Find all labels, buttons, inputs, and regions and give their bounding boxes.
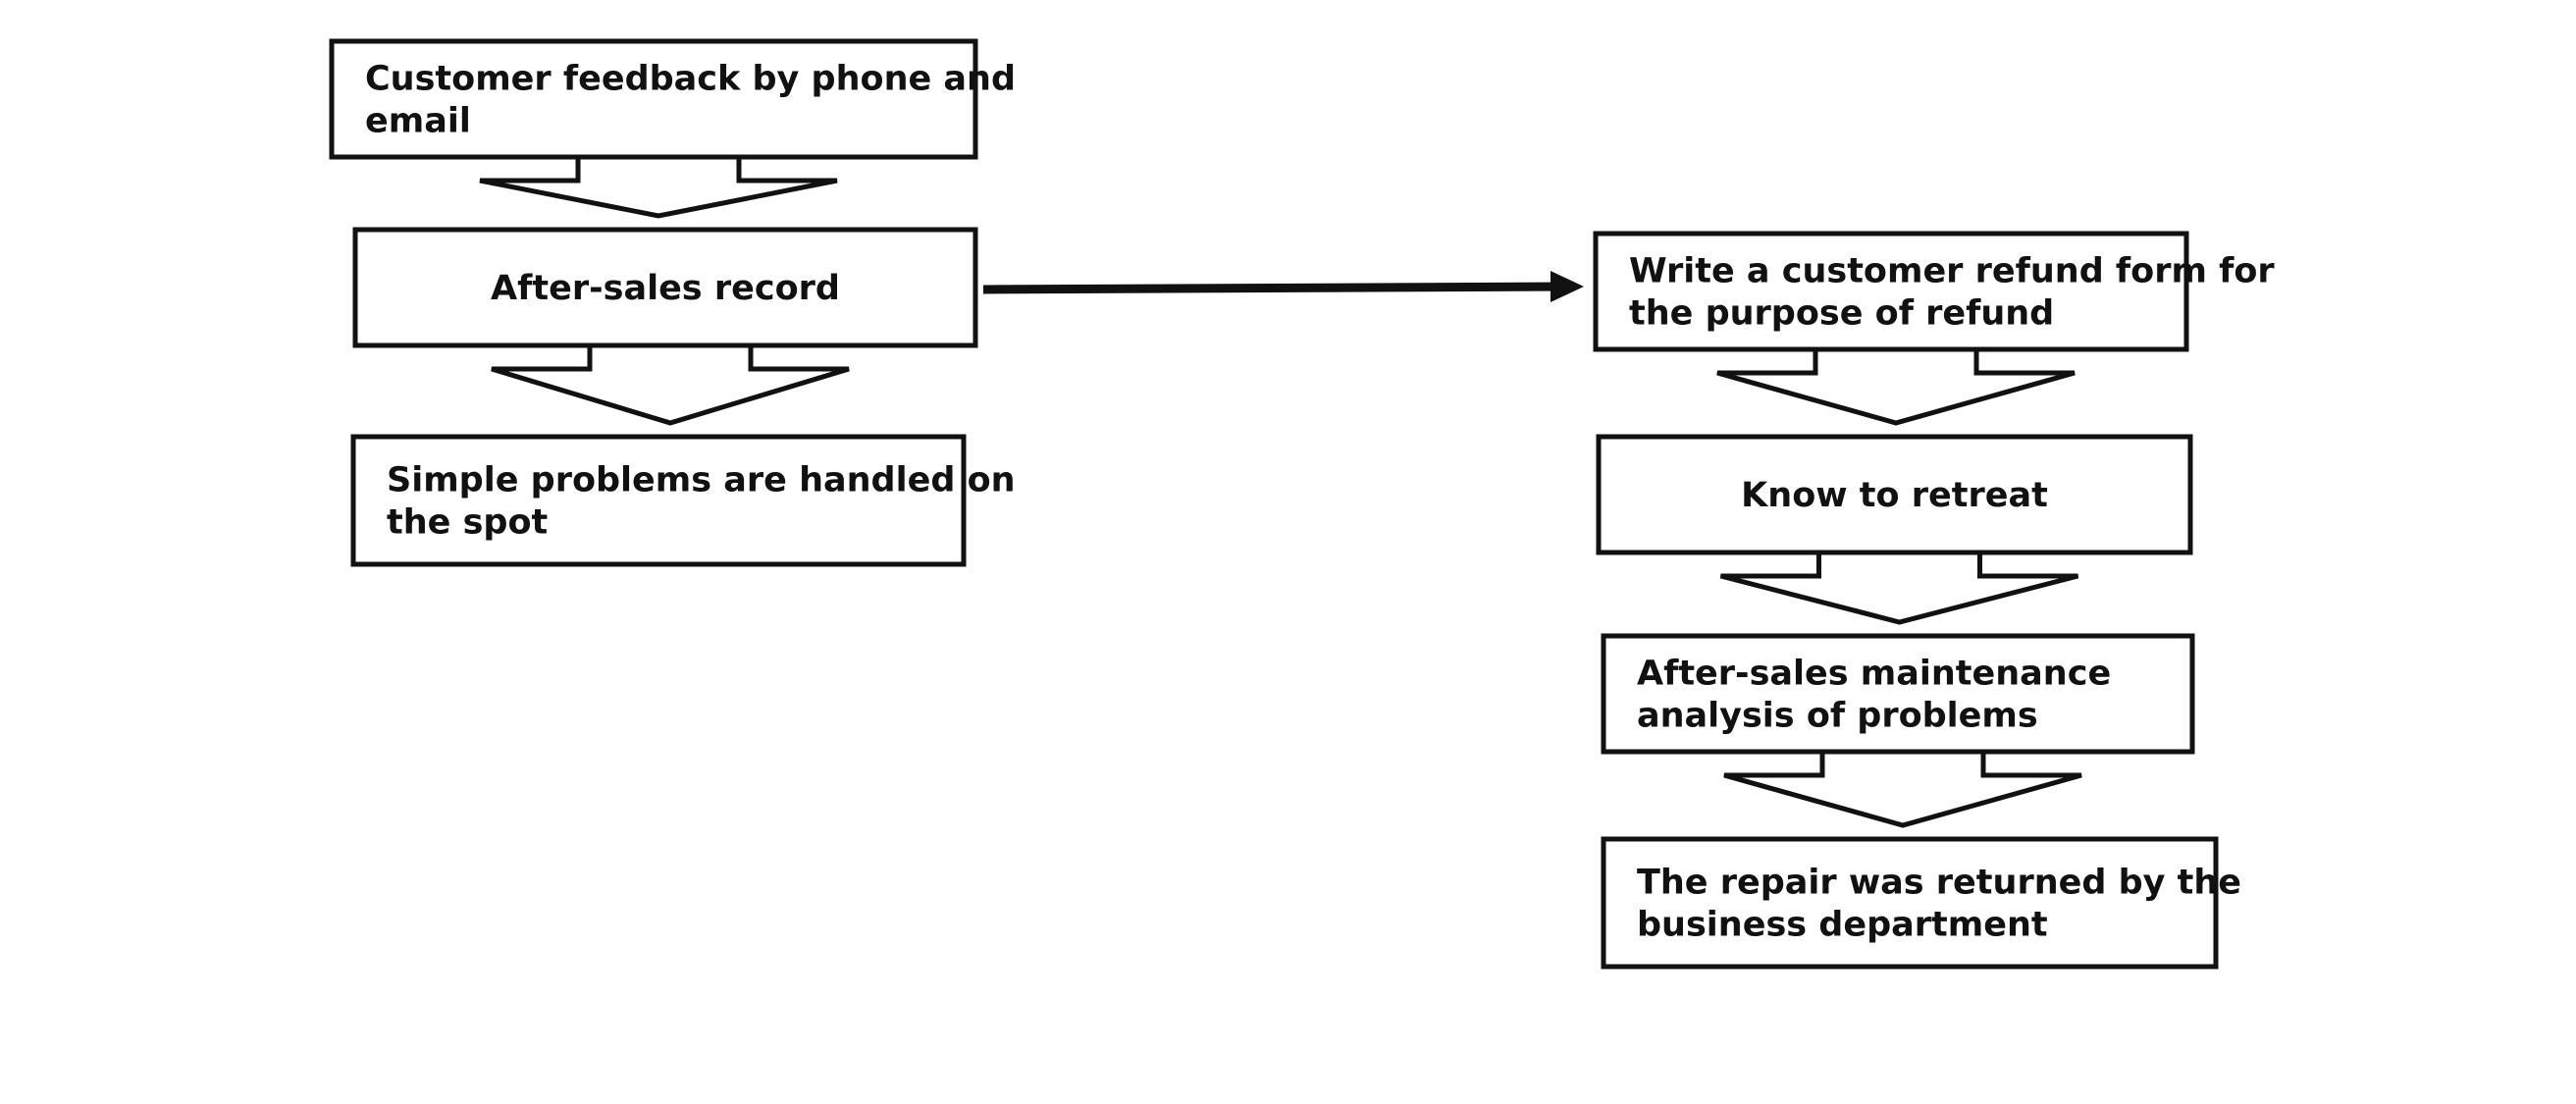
node-box xyxy=(1601,633,2195,755)
node-label-line: business department xyxy=(1637,906,2048,945)
node-box xyxy=(1601,836,2219,970)
node-know-to-retreat: Know to retreat xyxy=(1596,434,2193,555)
node-label-line: Customer feedback by phone and xyxy=(365,60,1016,99)
node-box xyxy=(352,227,978,348)
node-box xyxy=(350,434,967,567)
node-label-line: The repair was returned by the xyxy=(1637,864,2241,903)
node-label-line: analysis of problems xyxy=(1637,697,2038,736)
connector-arrowhead xyxy=(1551,271,1584,302)
node-label: After-sales record xyxy=(491,269,840,308)
node-box xyxy=(329,38,978,160)
node-box xyxy=(1596,434,2193,555)
block-arrow xyxy=(1716,349,2076,426)
block-arrow xyxy=(491,345,850,426)
node-label-line: email xyxy=(365,102,471,141)
node-label-line: After-sales record xyxy=(491,269,840,308)
node-label-line: Simple problems are handled on xyxy=(387,461,1016,500)
node-label-line: the spot xyxy=(387,503,548,543)
node-box xyxy=(1593,231,2189,352)
node-label-line: Know to retreat xyxy=(1741,476,2048,515)
block-arrow xyxy=(479,157,838,219)
connector-line xyxy=(982,282,1565,294)
node-label-line: Write a customer refund form for xyxy=(1629,252,2275,291)
node-label-line: the purpose of refund xyxy=(1629,294,2054,334)
node-after-sales-record: After-sales record xyxy=(352,227,978,348)
node-label: Know to retreat xyxy=(1741,476,2048,515)
block-arrow xyxy=(1723,752,2082,828)
edges-layer xyxy=(479,157,2082,828)
block-arrow xyxy=(1719,552,2079,625)
node-label-line: After-sales maintenance xyxy=(1637,655,2111,694)
